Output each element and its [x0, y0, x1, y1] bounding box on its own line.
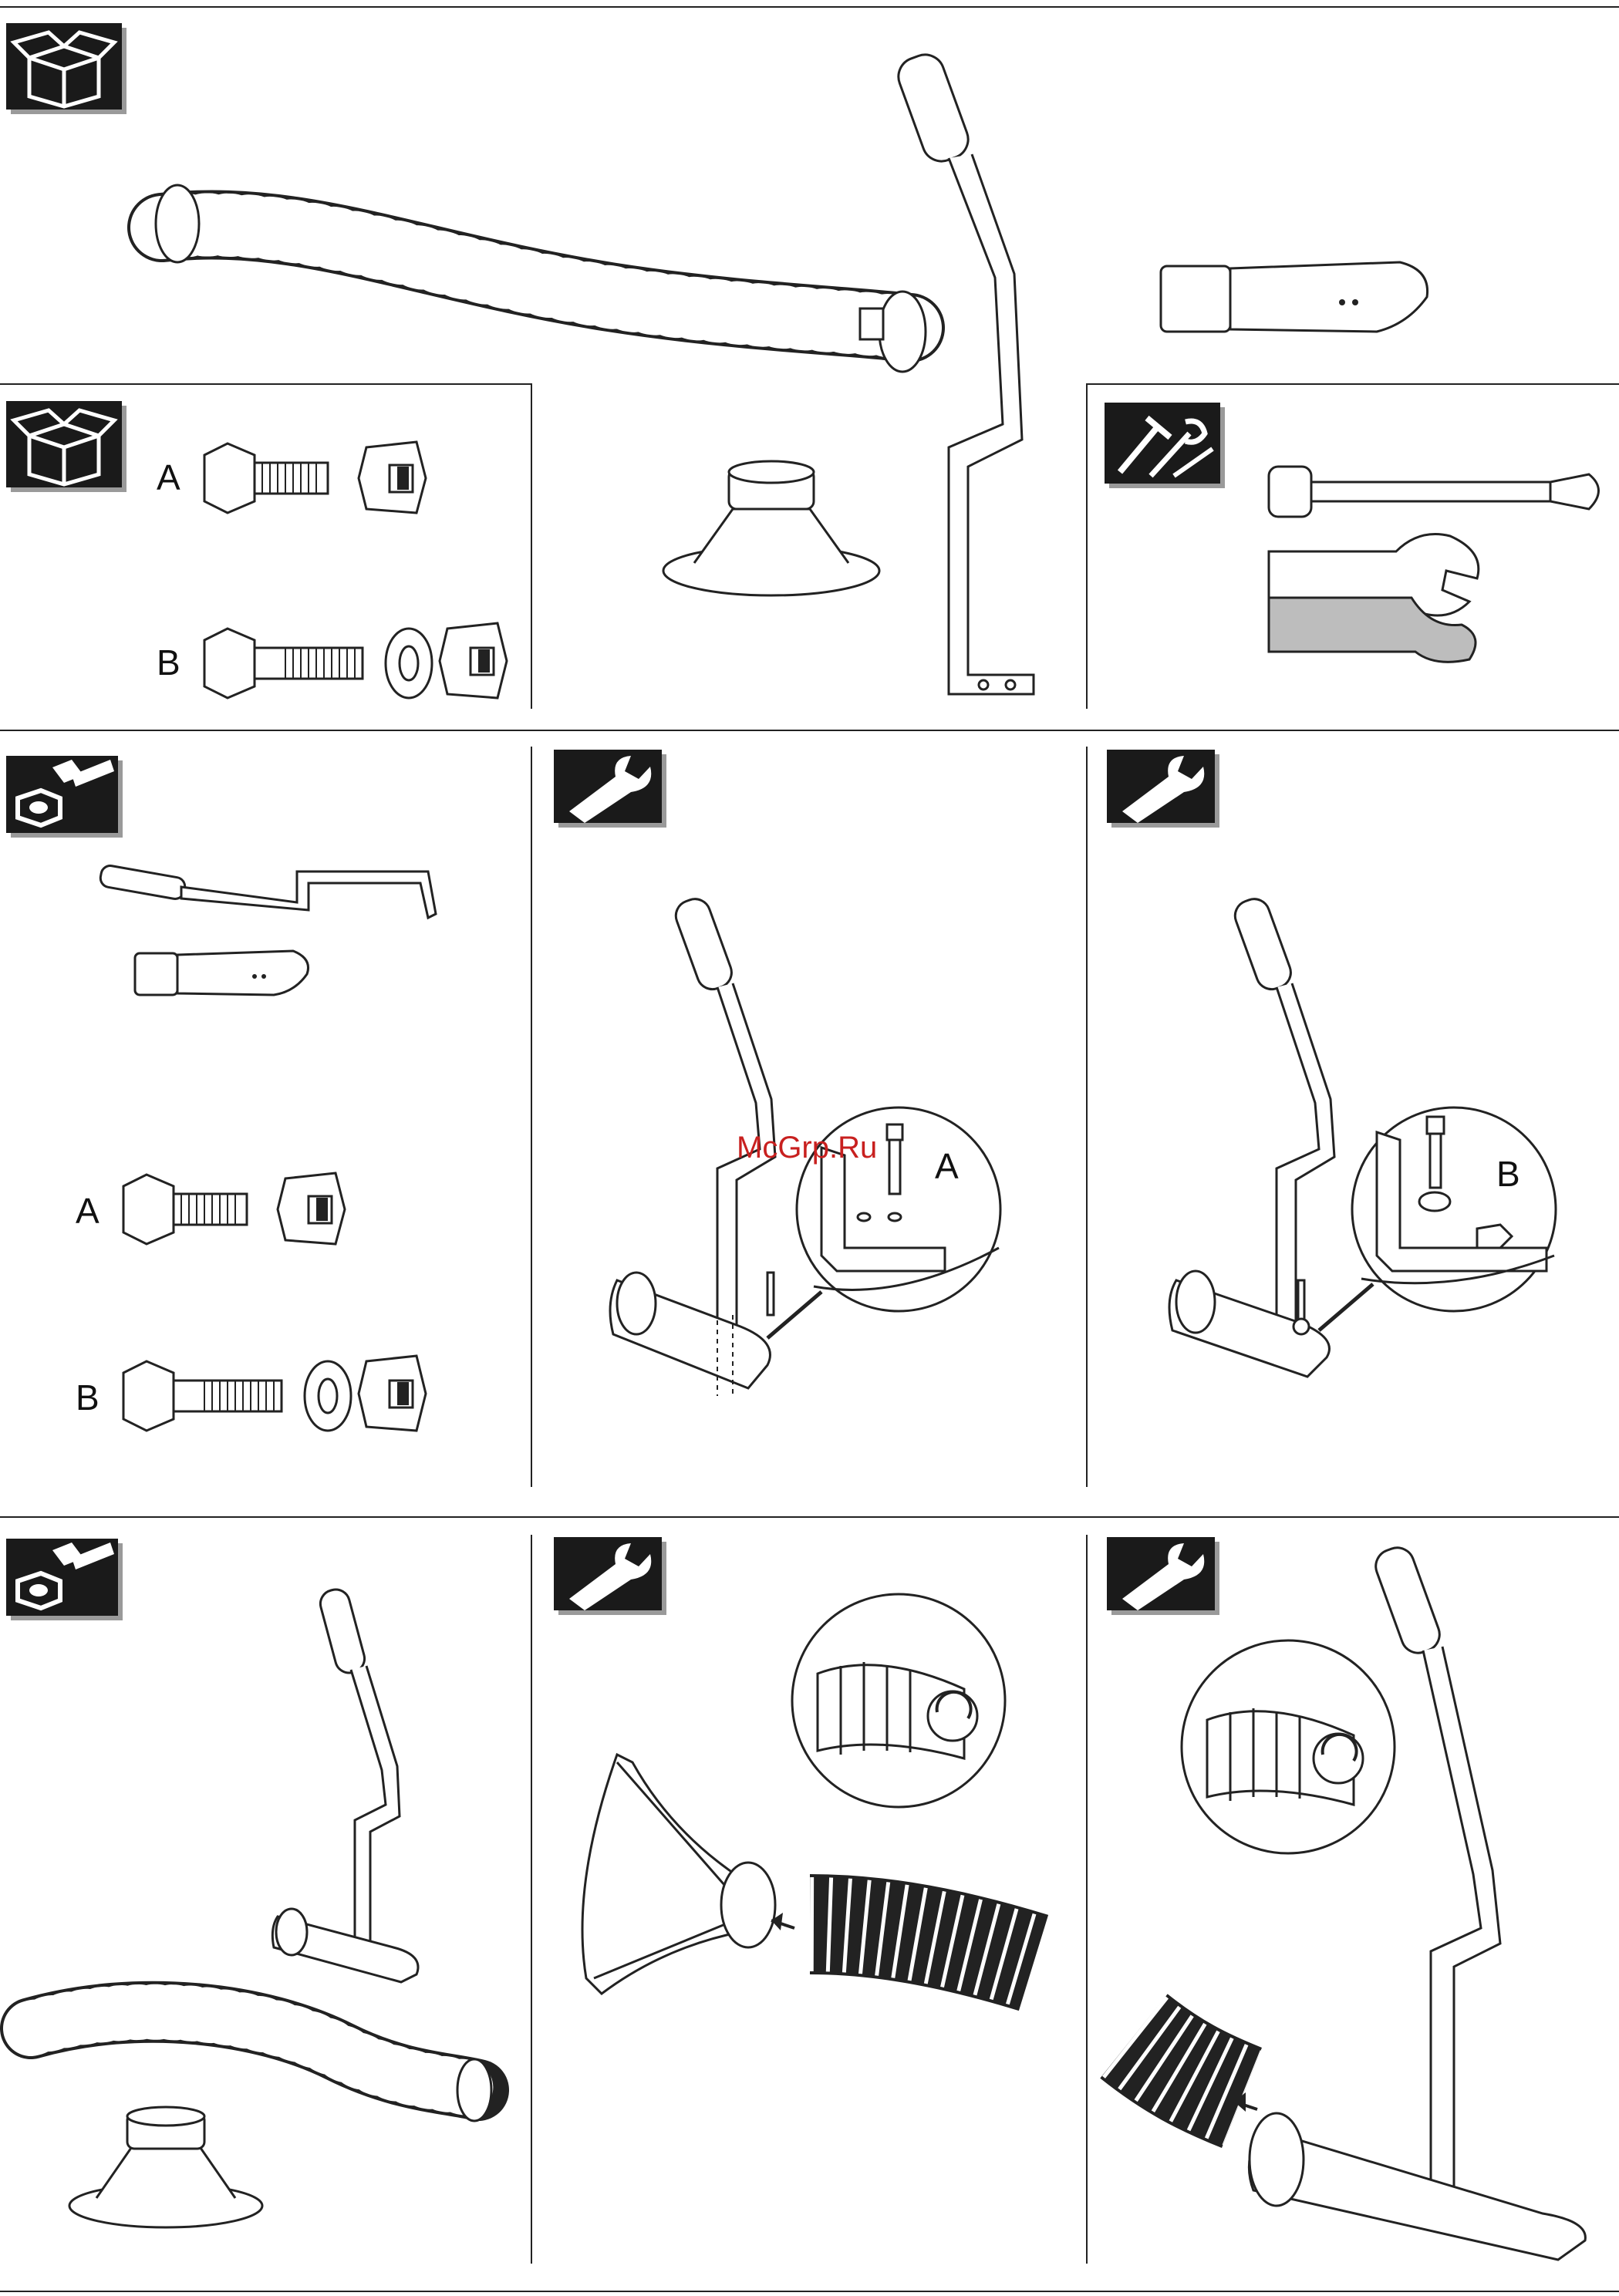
- step1-bolt-a: [116, 1171, 255, 1248]
- divider-row2-right: [1086, 747, 1088, 1487]
- top-rule: [0, 6, 1619, 8]
- bolt-a-illustration: [197, 440, 336, 517]
- tailpipe-adapter-illustration: [1153, 255, 1439, 343]
- divider-row2-left: [531, 747, 532, 1487]
- step1-washer-b: [297, 1357, 359, 1435]
- flex-hose-illustration: [147, 181, 933, 397]
- hardware-label-b: B: [157, 642, 180, 683]
- box-icon: [6, 23, 122, 110]
- washer-b-illustration: [378, 625, 440, 702]
- callout-line: [760, 1288, 829, 1342]
- tools-icon: [1105, 403, 1220, 484]
- divider-row3-right: [1086, 1535, 1088, 2264]
- rule-row3: [0, 1516, 1619, 1518]
- step4-funnel-illustration: [62, 2102, 270, 2233]
- bolt-b-illustration: [197, 625, 370, 702]
- rule-row1-right: [1088, 383, 1619, 385]
- hardware-label-a: A: [157, 457, 180, 498]
- bracket-rod-illustration: [895, 46, 1049, 710]
- divider-row1-right: [1086, 383, 1088, 709]
- nut-b-illustration: [436, 617, 513, 706]
- bottom-rule: [0, 2291, 1619, 2292]
- step3-label-b: B: [1496, 1153, 1520, 1195]
- bolt-nut-icon: [6, 756, 118, 833]
- wrench-tool-illustration: [1265, 524, 1496, 671]
- step1-adapter-illustration: [131, 947, 316, 1001]
- step6-assembly-illustration: [1126, 1542, 1604, 2267]
- wrench-icon: [554, 750, 662, 823]
- callout-line: [1311, 1280, 1381, 1334]
- wrench-icon: [1107, 750, 1215, 823]
- rule-row2: [0, 730, 1619, 731]
- step4-rod-illustration: [270, 1585, 455, 1986]
- floor-funnel-illustration: [656, 455, 887, 602]
- watermark: McGrp.Ru: [737, 1131, 877, 1165]
- step1-nut-b: [355, 1350, 432, 1438]
- divider-row1-left: [531, 383, 532, 709]
- step5-funnel-hose-illustration: [571, 1731, 1041, 2055]
- step1-rod-illustration: [96, 856, 444, 925]
- box-icon: [6, 401, 122, 487]
- step1-label-a: A: [76, 1190, 100, 1232]
- divider-row3-left: [531, 1535, 532, 2264]
- nut-a-illustration: [355, 436, 432, 521]
- step1-label-b: B: [76, 1377, 100, 1418]
- step2-label-a: A: [935, 1145, 959, 1187]
- step1-nut-a: [274, 1167, 351, 1252]
- screwdriver-illustration: [1265, 463, 1612, 524]
- step1-bolt-b: [116, 1357, 289, 1435]
- wrench-icon: [554, 1537, 662, 1610]
- bolt-nut-icon: [6, 1539, 118, 1616]
